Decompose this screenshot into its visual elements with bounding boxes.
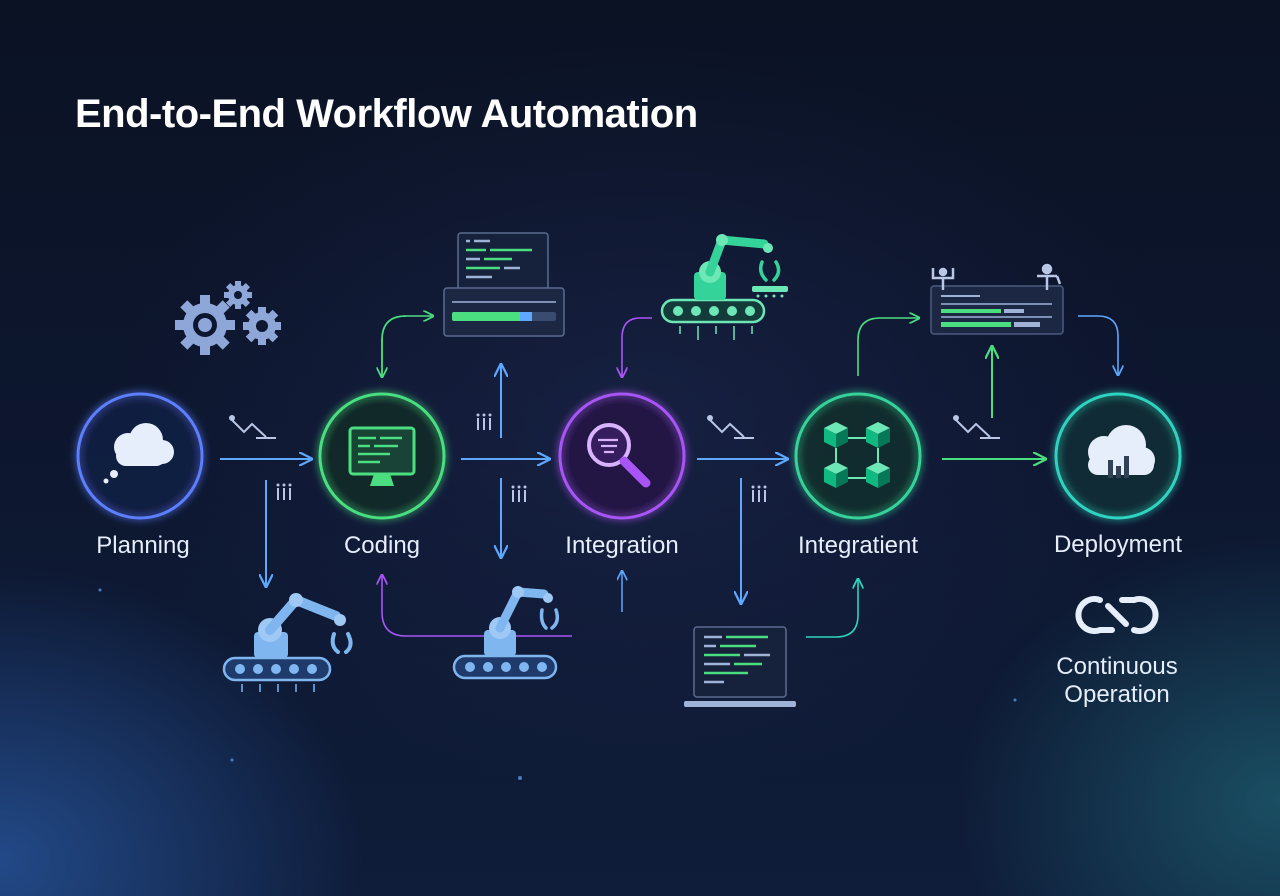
arrow-coding-terminal <box>381 316 432 375</box>
stage-label-coding: Coding <box>344 532 420 559</box>
gripper-icon <box>931 267 955 290</box>
robot-arm-icon <box>660 234 788 340</box>
bars-icon <box>476 413 492 430</box>
bars-icon <box>751 485 767 502</box>
stage-deployment <box>1054 392 1182 520</box>
arrow-coding-terminal-down <box>382 315 407 376</box>
cubes-icon <box>824 422 890 488</box>
arrow-laptop-integratient <box>806 580 858 638</box>
stage-integratient <box>794 392 922 520</box>
stage-label-deployment: Deployment <box>1054 531 1182 558</box>
arrow-robot-integration <box>622 317 652 376</box>
arrow-panel-deployment <box>1078 315 1118 374</box>
continuous-operation-line2: Operation <box>1064 681 1169 708</box>
bars-icon <box>511 485 527 502</box>
infinity-link-icon <box>1075 596 1159 634</box>
page-title: End-to-End Workflow Automation <box>75 92 698 136</box>
signal-icon <box>953 415 1000 439</box>
arrow-integratient-panel <box>857 318 918 376</box>
stage-label-integratient: Integratient <box>798 532 918 559</box>
magnifier-icon <box>587 423 651 488</box>
gears-icon <box>175 281 281 355</box>
stage-integration <box>558 392 686 520</box>
stage-coding <box>318 392 446 520</box>
cloud-chart-icon <box>1088 425 1155 478</box>
gripper-icon <box>1037 263 1062 290</box>
continuous-operation-line1: Continuous <box>1056 653 1177 680</box>
arrow-robot2-coding <box>382 576 572 637</box>
code-monitor-icon <box>348 426 416 486</box>
robot-arm-icon <box>222 593 353 692</box>
signal-icon <box>229 415 276 439</box>
laptop-icon <box>684 626 796 707</box>
background-dots <box>98 588 1017 780</box>
terminal-window <box>443 232 565 337</box>
signal-icon <box>707 415 754 439</box>
stage-label-planning: Planning <box>96 532 189 559</box>
stage-label-integration: Integration <box>565 532 678 559</box>
bars-icon <box>276 483 292 500</box>
stage-planning <box>76 392 204 520</box>
cloud-thought-icon <box>103 423 174 484</box>
robot-arm-icon <box>452 586 560 680</box>
status-panel <box>930 285 1064 335</box>
